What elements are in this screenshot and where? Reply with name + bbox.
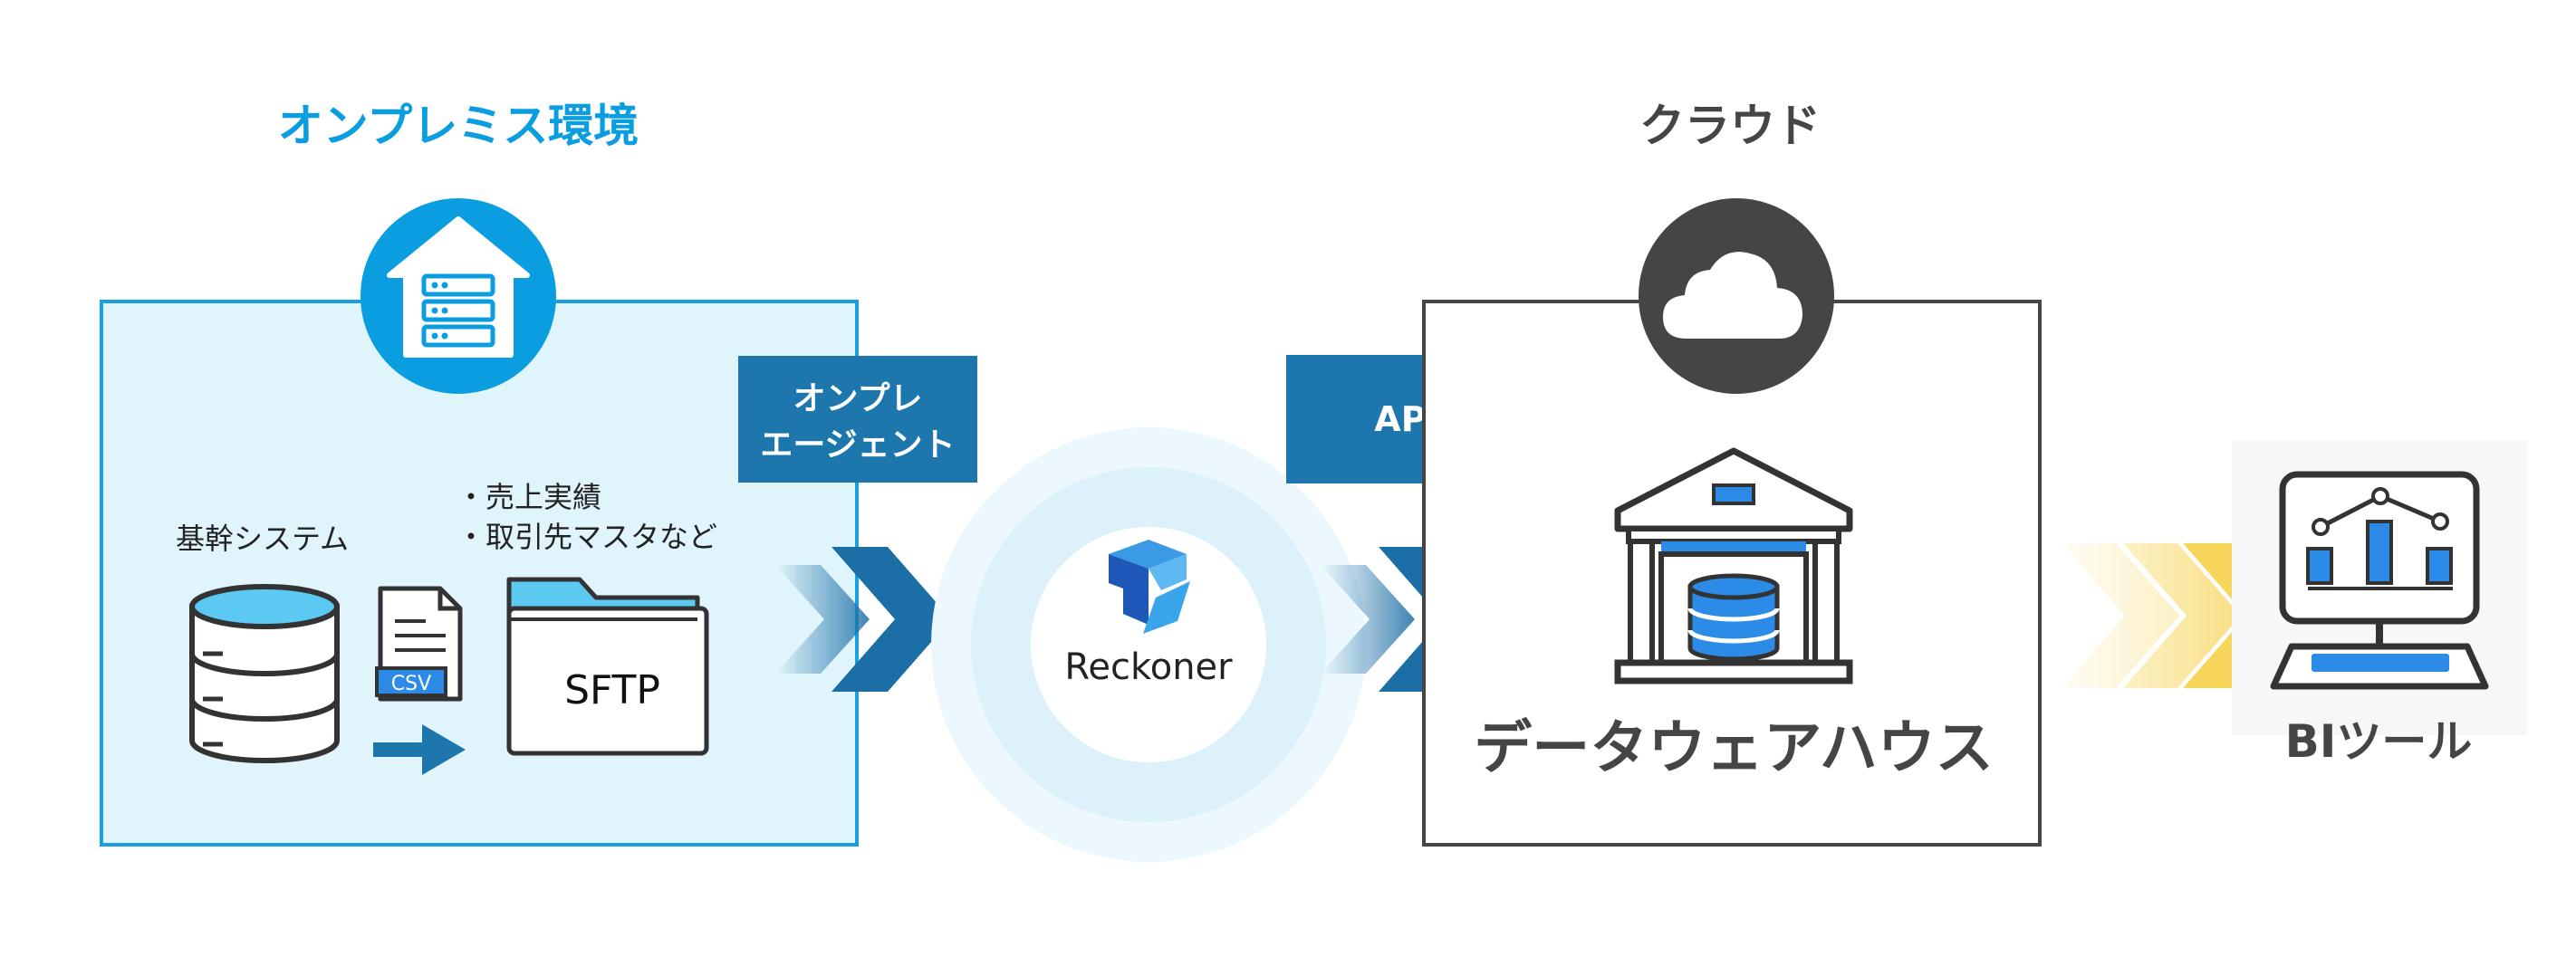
warehouse-label: データウェアハウス <box>1474 715 1993 782</box>
warehouse-database-icon <box>1614 447 1853 684</box>
cloud-icon <box>1639 198 1834 394</box>
bi-monitor-icon <box>2270 471 2489 690</box>
core-system-label: 基幹システム <box>176 522 349 556</box>
server-house-icon <box>360 198 556 394</box>
onprem-title: オンプレミス環境 <box>278 100 639 152</box>
csv-file-icon: CSV <box>375 586 463 702</box>
sftp-label: SFTP <box>564 667 660 713</box>
bi-label: BIツール <box>2285 715 2473 768</box>
reckoner-logo-icon <box>1109 540 1190 634</box>
agent-badge: オンプレ エージェント <box>738 356 977 483</box>
csv-label: CSV <box>391 673 431 695</box>
agent-badge-line1: オンプレ <box>793 380 923 417</box>
bullet-partners: ・取引先マスタなど <box>457 520 717 554</box>
bullet-sales: ・売上実績 <box>457 480 601 514</box>
flow-chevron-left <box>775 547 951 692</box>
bi-section <box>2232 440 2527 735</box>
database-icon <box>189 584 340 763</box>
transfer-arrow-icon <box>373 724 466 775</box>
agent-badge-line2: エージェント <box>760 426 955 464</box>
sftp-folder-icon: SFTP <box>506 577 709 756</box>
reckoner-hub: Reckoner <box>931 427 1366 862</box>
reckoner-label: Reckoner <box>1064 646 1233 688</box>
cloud-title: クラウド <box>1639 100 1821 152</box>
